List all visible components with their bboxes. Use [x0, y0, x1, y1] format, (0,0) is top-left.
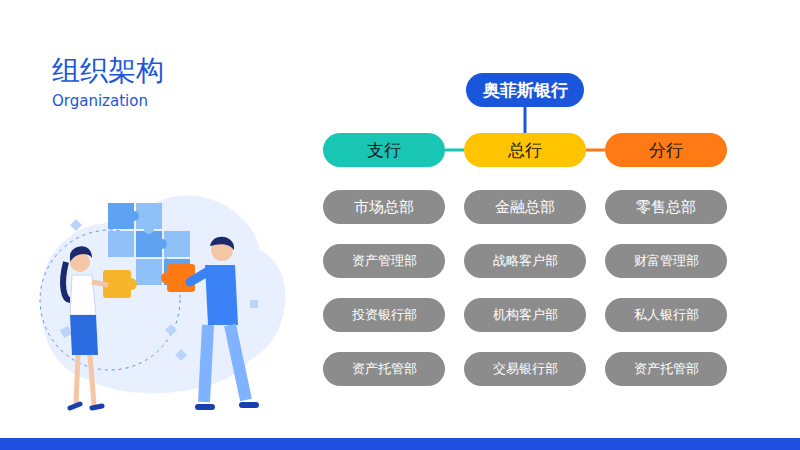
node-label: 金融总部 [495, 198, 555, 217]
department-pill: 资产托管部 [323, 352, 445, 386]
node-label: 资产托管部 [634, 360, 699, 378]
department-pill: 机构客户部 [464, 298, 586, 332]
header-pill: 总行 [464, 133, 586, 167]
department-pill: 交易银行部 [464, 352, 586, 386]
department-pill: 财富管理部 [605, 244, 727, 278]
node-label: 财富管理部 [634, 252, 699, 270]
department-pill: 金融总部 [464, 190, 586, 224]
department-pill: 零售总部 [605, 190, 727, 224]
node-label: 分行 [649, 139, 683, 162]
node-label: 支行 [367, 139, 401, 162]
node-label: 机构客户部 [493, 306, 558, 324]
department-pill: 私人银行部 [605, 298, 727, 332]
header-pill: 支行 [323, 133, 445, 167]
node-label: 奥菲斯银行 [483, 79, 568, 102]
node-label: 市场总部 [354, 198, 414, 217]
connector-line [445, 150, 464, 151]
node-label: 战略客户部 [493, 252, 558, 270]
root-pill: 奥菲斯银行 [466, 73, 584, 107]
page-subtitle: Organization [52, 92, 148, 110]
node-label: 交易银行部 [493, 360, 558, 378]
node-label: 零售总部 [636, 198, 696, 217]
node-label: 资产托管部 [352, 360, 417, 378]
department-pill: 投资银行部 [323, 298, 445, 332]
node-label: 私人银行部 [634, 306, 699, 324]
team-puzzle-illustration [40, 196, 285, 408]
node-label: 总行 [508, 139, 542, 162]
department-pill: 战略客户部 [464, 244, 586, 278]
node-label: 资产管理部 [352, 252, 417, 270]
department-pill: 市场总部 [323, 190, 445, 224]
node-label: 投资银行部 [352, 306, 417, 324]
department-pill: 资产托管部 [605, 352, 727, 386]
department-pill: 资产管理部 [323, 244, 445, 278]
header-pill: 分行 [605, 133, 727, 167]
connector-line [525, 107, 526, 133]
page-title: 组织架构 [52, 52, 164, 90]
bottom-bar [0, 438, 800, 450]
connector-line [586, 150, 605, 151]
